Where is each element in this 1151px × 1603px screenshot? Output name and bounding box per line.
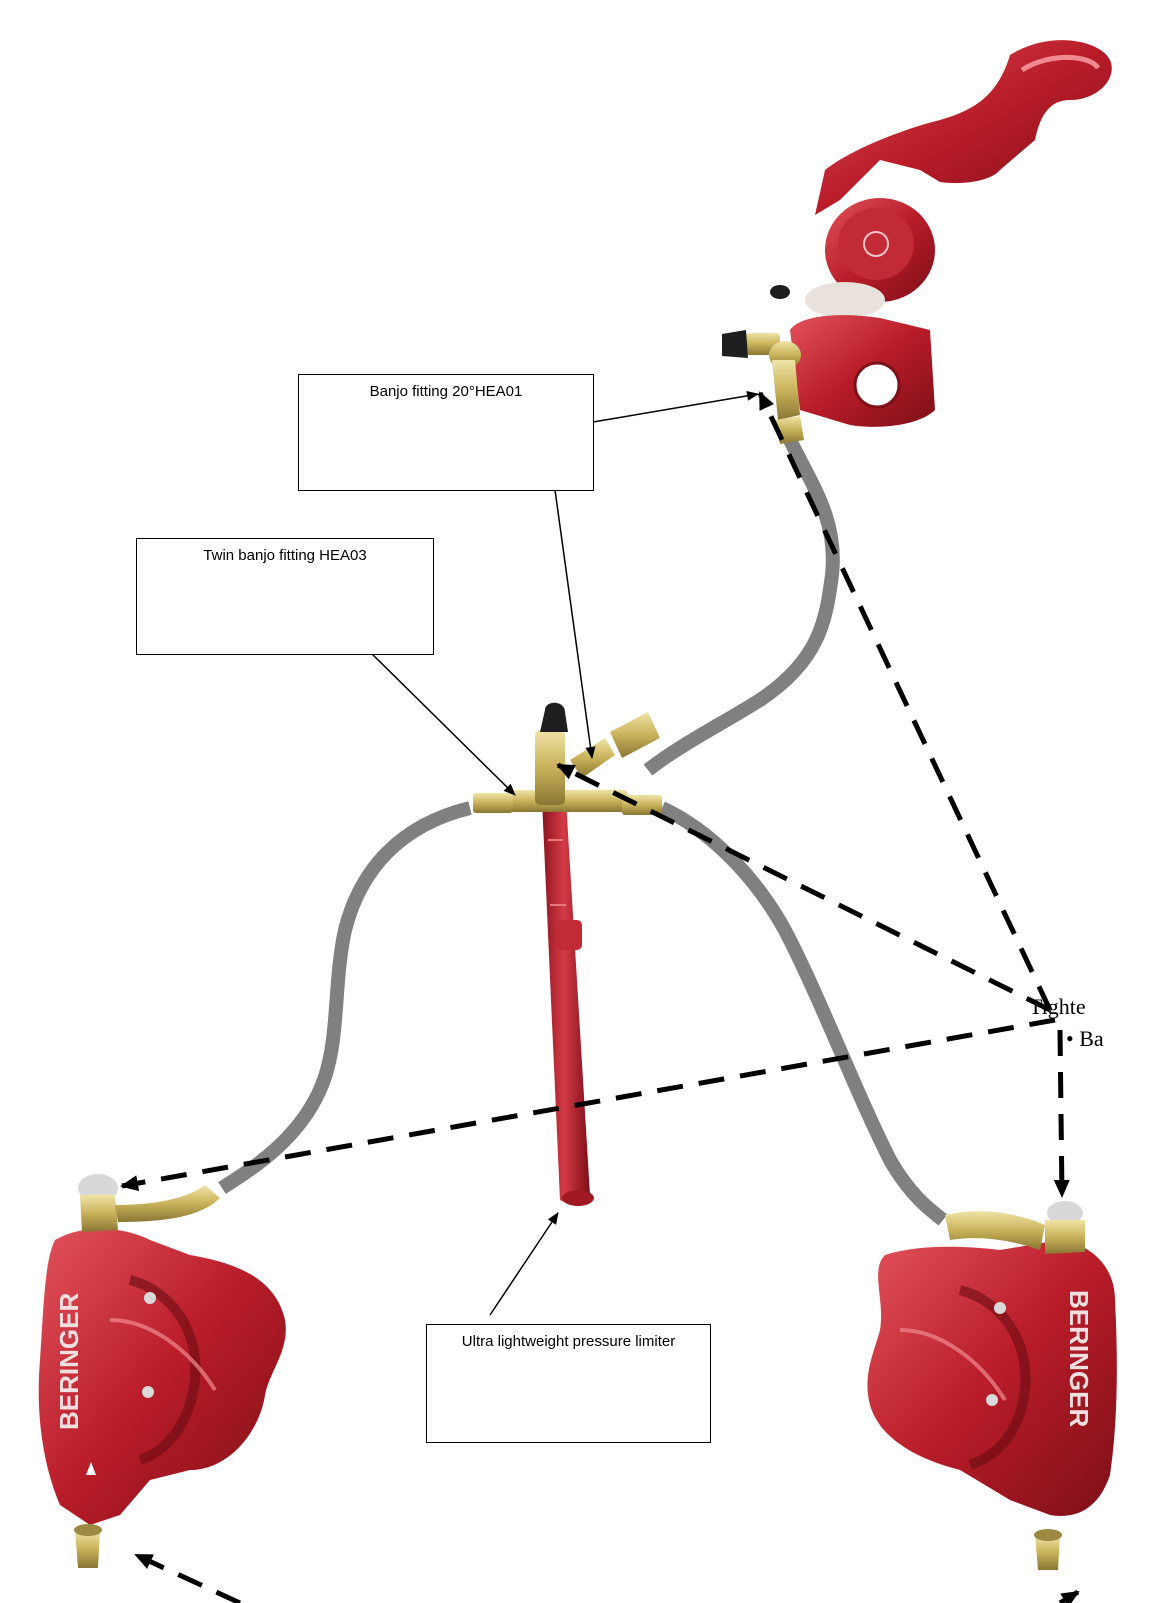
leader-pressure-limiter [490,1213,558,1315]
note-tighten-text: Tighte [1029,994,1086,1019]
note-bullet-text: • Ba [1066,1026,1104,1051]
caliper-icon: BERINGER [39,1174,286,1568]
label-pressure-limiter: Ultra lightweight pressure limiter [462,1333,675,1350]
callout-twin-banjo-fitting: Twin banjo fitting HEA03 [136,538,434,655]
caliper-brand-right: BERINGER [1064,1290,1094,1427]
hose-junction-to-right-caliper [662,808,943,1220]
note-tighten: Tighte [1029,995,1086,1019]
note-bullet: • Ba [1066,1027,1104,1051]
twin-banjo-fitting-icon [570,712,660,778]
dashed-arrow-to-right-bleed [1060,1592,1078,1603]
hose-master-to-junction [648,440,833,770]
label-twin-banjo-fitting: Twin banjo fitting HEA03 [203,547,366,564]
callout-pressure-limiter: Ultra lightweight pressure limiter [426,1324,711,1443]
callout-banjo-fitting-20: Banjo fitting 20°HEA01 [298,374,594,491]
leader-banjo-to-master [593,394,758,422]
leader-twin-banjo [370,652,515,795]
caliper-brand-left: BERINGER [54,1293,84,1430]
dashed-arrow-to-left-bleed [136,1555,240,1603]
caliper-icon: BERINGER [867,1201,1116,1570]
master-cylinder-icon [722,40,1112,444]
dashed-arrow-to-master-banjo [760,393,1050,1010]
dashed-arrow-to-left-caliper [122,1020,1055,1186]
dashed-arrow-to-right-caliper [1060,1030,1062,1196]
pressure-limiter-icon [473,703,662,1206]
label-banjo-fitting-20: Banjo fitting 20°HEA01 [370,383,523,400]
